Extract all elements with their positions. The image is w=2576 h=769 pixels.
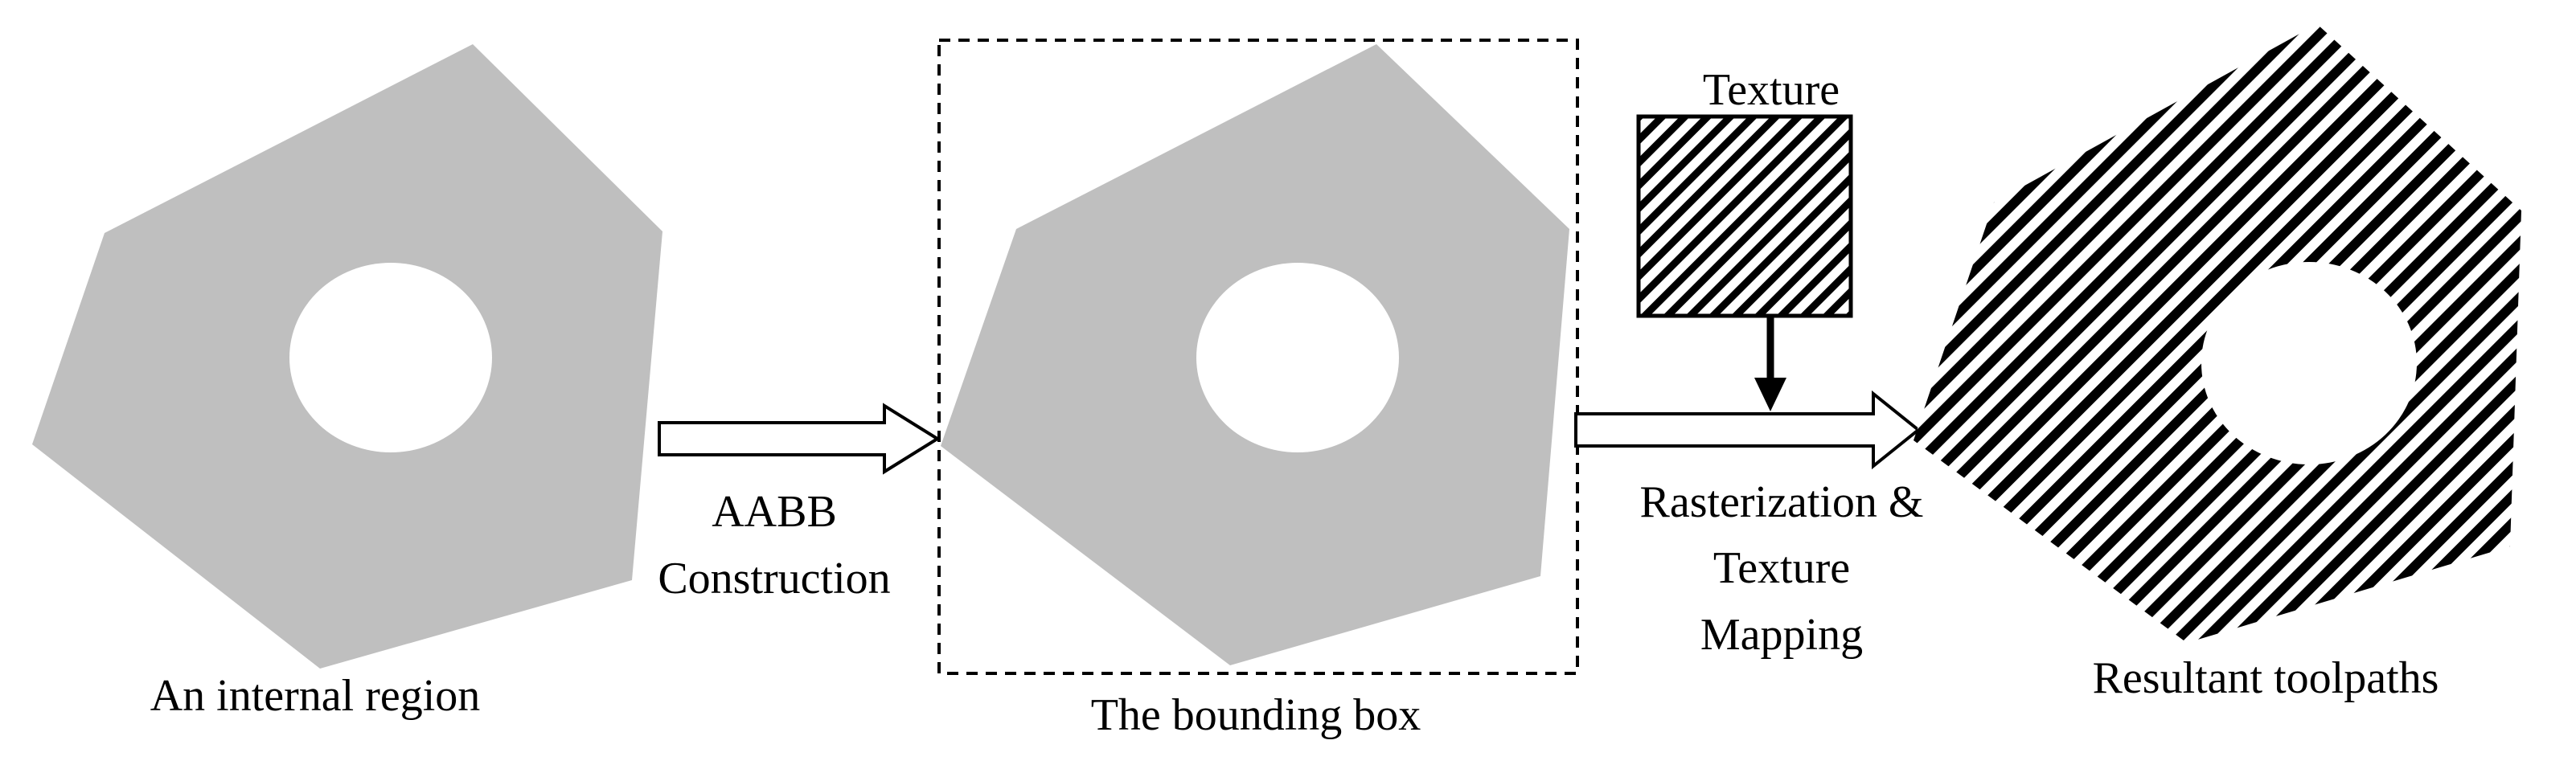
internal-region-panel: An internal region [32,44,662,721]
texture-panel: Texture [1636,65,1853,411]
internal-region-hole [289,263,492,452]
toolpaths-panel: Resultant toolpaths [1914,24,2521,703]
bounded-region-hole [1196,263,1399,452]
bounding-box-label: The bounding box [1091,690,1421,740]
aabb-label-line1: AABB [712,487,837,537]
texture-swatch [1636,114,1853,318]
bounding-box-rect [937,39,1579,675]
aabb-label-line2: Construction [658,554,890,603]
toolpaths-label: Resultant toolpaths [2093,653,2439,703]
texture-down-arrow-head [1754,378,1786,411]
aabb-arrow: AABB Construction [658,403,941,603]
raster-arrow: Rasterization & Texture Mapping [1574,390,1924,660]
toolpaths-shape [1914,24,2521,643]
raster-label-line2: Texture [1713,543,1850,593]
raster-label-line3: Mapping [1700,610,1863,660]
aabb-arrow-shape [658,403,941,475]
internal-region-label: An internal region [150,671,481,721]
raster-arrow-shape [1574,390,1922,470]
raster-label-line1: Rasterization & [1639,477,1923,527]
bounding-box-panel: The bounding box [937,39,1579,740]
texture-label: Texture [1703,65,1840,115]
